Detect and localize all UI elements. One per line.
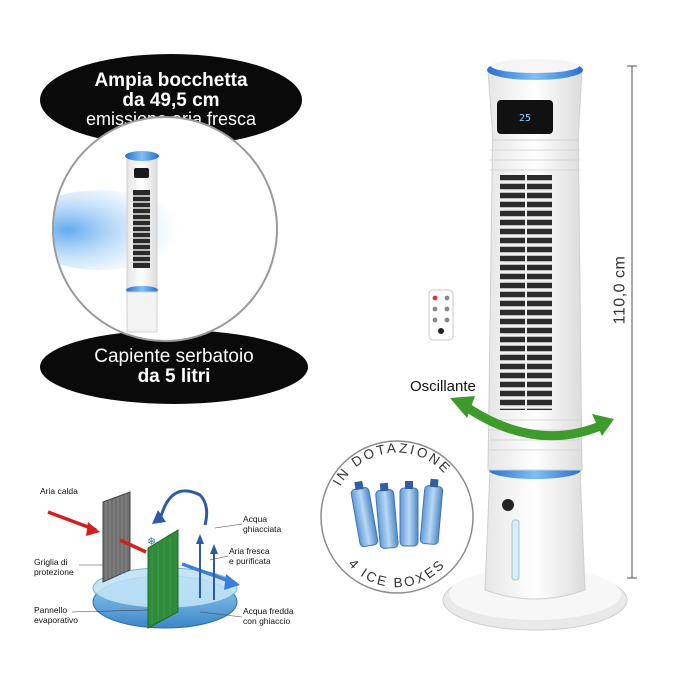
zoom-circle — [52, 116, 278, 342]
cool-air-arrow — [224, 574, 240, 590]
water-level-window — [511, 519, 520, 581]
display-reading: 25 — [519, 113, 531, 124]
cooling-diagram: ❄ — [47, 489, 243, 629]
oscillation-arrow — [450, 396, 614, 441]
hot-air-arrow — [86, 522, 100, 536]
tank-line-2: da 5 litri — [137, 366, 211, 387]
control-display — [497, 100, 553, 134]
remote-control — [428, 289, 454, 341]
headline-line-2: da 49,5 cm — [122, 89, 220, 111]
tank-line-1: Capiente serbatoio — [94, 346, 254, 368]
tower-fan-product: 25 — [442, 59, 628, 631]
label-aria-calda: Aria calda — [40, 486, 78, 496]
circulation-arrow — [152, 510, 166, 524]
zoom-grille — [133, 190, 150, 268]
ice-boxes-badge: IN DOTAZIONE 4 ICE BOXES — [320, 440, 474, 594]
height-dimension: 110,0 cm — [600, 190, 640, 390]
front-grille — [500, 175, 552, 410]
body-ribs — [490, 149, 582, 451]
height-dimension-label: 110,0 cm — [611, 255, 628, 325]
ice-crystal-icon: ❄ — [147, 535, 156, 548]
brand-logo-mark — [502, 499, 514, 511]
evaporative-panel — [147, 529, 179, 629]
headline-line-1: Ampia bocchetta — [94, 69, 248, 91]
height-dimension-line — [627, 65, 637, 579]
oscillation-label: Oscillante — [410, 378, 476, 395]
ice-box-bottles — [350, 478, 444, 549]
tank-pill: Capiente serbatoio da 5 litri — [40, 330, 308, 404]
